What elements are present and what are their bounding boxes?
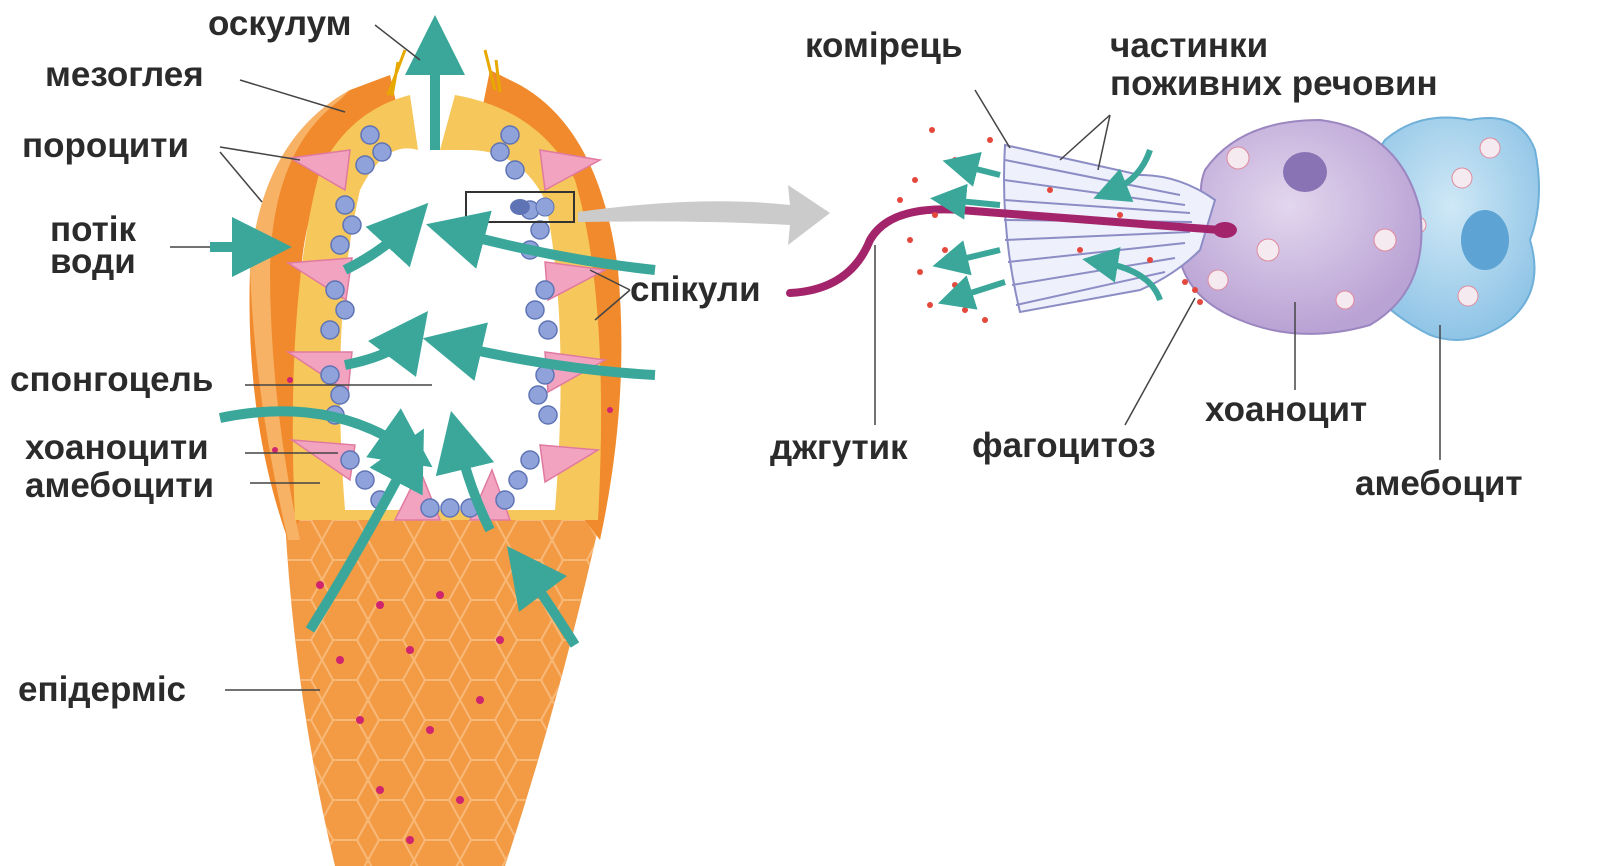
label-spongocoel: спонгоцель xyxy=(10,362,213,398)
label-mesoglea: мезоглея xyxy=(45,57,204,93)
label-collar: комірець xyxy=(805,28,962,64)
label-food-particles-1: частинки xyxy=(1110,28,1268,64)
label-flagellum: джгутик xyxy=(770,430,908,466)
label-amoebocyte: амебоцит xyxy=(1355,466,1523,502)
label-porocytes: пороцити xyxy=(22,128,189,164)
label-osculum: оскулум xyxy=(208,6,352,42)
choanocyte-detail xyxy=(790,118,1539,341)
label-choanocytes: хоаноцити xyxy=(25,430,209,466)
label-choanocyte: хоаноцит xyxy=(1205,392,1367,428)
spicules xyxy=(388,50,500,96)
label-phagocytosis: фагоцитоз xyxy=(972,428,1156,464)
zoom-pointer-arrow xyxy=(578,185,830,245)
label-spicules: спікули xyxy=(630,272,761,308)
label-epidermis: епідерміс xyxy=(18,672,186,708)
label-water-flow-2: води xyxy=(50,244,136,280)
label-food-particles-2: поживних речовин xyxy=(1110,66,1438,102)
label-amoebocytes: амебоцити xyxy=(25,468,214,504)
sponge-body xyxy=(249,50,621,866)
